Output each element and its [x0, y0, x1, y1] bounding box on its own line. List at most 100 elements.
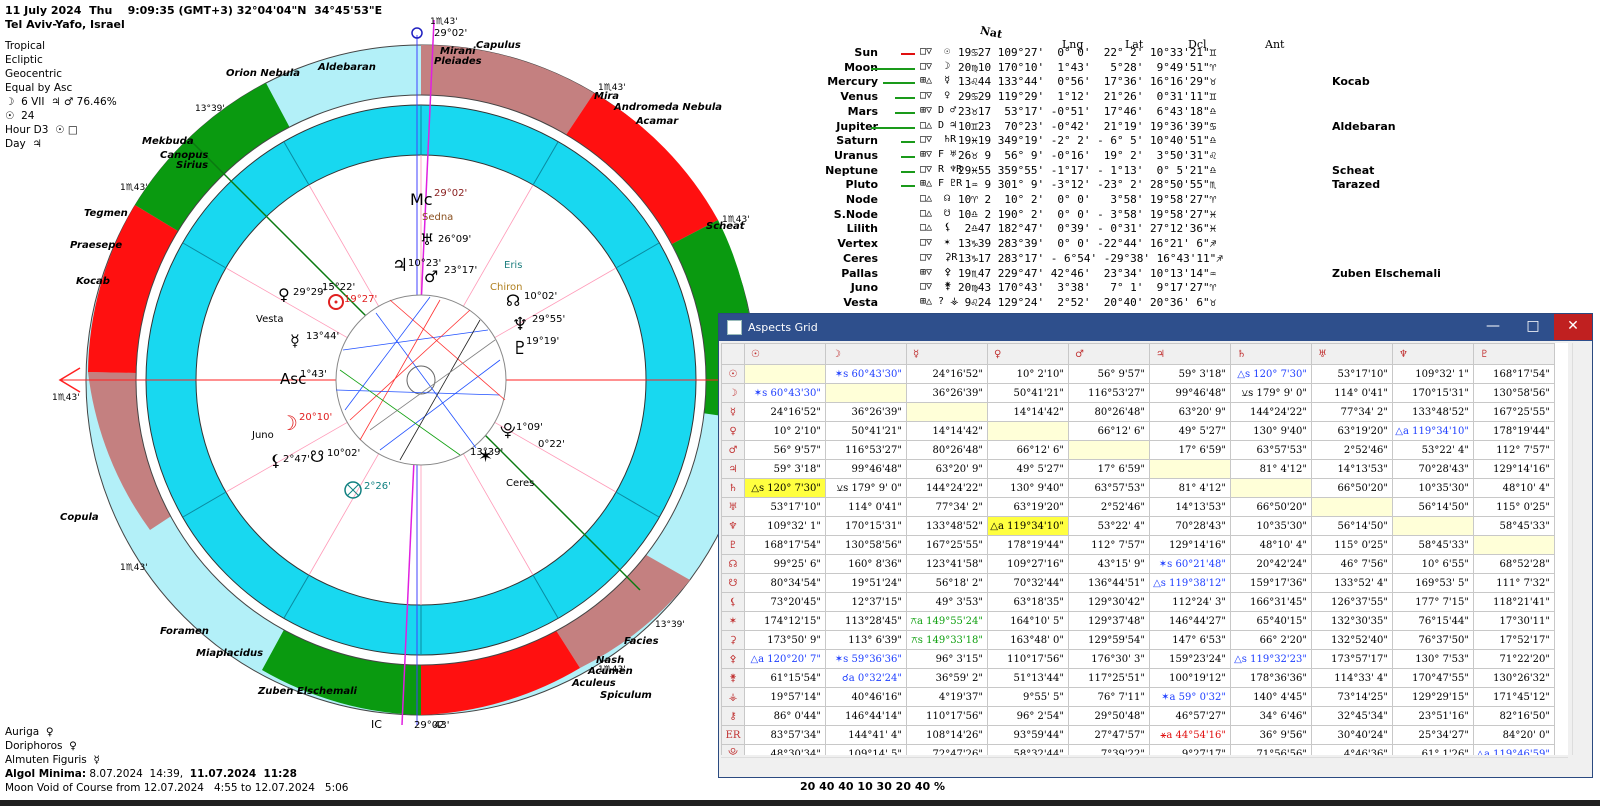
aspect-cell[interactable]: 109°32' 1" — [744, 516, 826, 536]
row-header[interactable]: ♂ — [721, 440, 745, 460]
aspect-cell[interactable]: 51°13'44" — [987, 668, 1069, 688]
aspect-cell[interactable]: 133°48'52" — [1392, 402, 1474, 422]
aspect-cell[interactable]: 100°19'12" — [1149, 668, 1231, 688]
aspect-cell[interactable]: 130° 9'40" — [1230, 421, 1312, 441]
aspect-cell[interactable]: 4°46'36" — [1311, 744, 1393, 755]
aspect-cell[interactable]: 66°50'20" — [1311, 478, 1393, 498]
aspect-cell[interactable]: 110°17'56" — [906, 706, 988, 726]
column-header[interactable]: ♀ — [987, 343, 1069, 365]
row-header[interactable]: ER — [721, 725, 745, 745]
aspect-cell[interactable]: ⚻a 149°55'24" — [906, 611, 988, 631]
aspect-cell[interactable]: 133°48'52" — [906, 516, 988, 536]
aspect-cell[interactable]: 56°14'50" — [1392, 497, 1474, 517]
aspect-cell[interactable]: 25°34'27" — [1392, 725, 1474, 745]
column-header[interactable]: ☿ — [906, 343, 988, 365]
row-header[interactable]: ☊ — [721, 554, 745, 574]
row-header[interactable]: ⚸ — [721, 592, 745, 612]
column-header[interactable]: ♄ — [1230, 343, 1312, 365]
aspect-cell[interactable]: 58°32'44" — [987, 744, 1069, 755]
aspect-cell[interactable]: 108°14'26" — [906, 725, 988, 745]
aspect-cell[interactable]: 144°24'22" — [1230, 402, 1312, 422]
row-header[interactable]: ☋ — [721, 573, 745, 593]
maximize-button[interactable]: □ — [1526, 318, 1540, 334]
aspect-cell[interactable]: 53°17'10" — [744, 497, 826, 517]
aspect-cell[interactable]: △s 119°32'23" — [1230, 649, 1312, 669]
aspect-cell[interactable]: 36° 9'56" — [1230, 725, 1312, 745]
aspect-cell[interactable]: 63°19'20" — [1311, 421, 1393, 441]
aspect-cell[interactable]: 63°57'53" — [1230, 440, 1312, 460]
aspect-cell[interactable]: 132°52'40" — [1311, 630, 1393, 650]
aspect-cell[interactable]: 46°57'27" — [1149, 706, 1231, 726]
aspect-cell[interactable]: 72°47'26" — [906, 744, 988, 755]
column-header[interactable]: ♅ — [1311, 343, 1393, 365]
aspect-cell[interactable]: 46° 7'56" — [1311, 554, 1393, 574]
aspect-cell[interactable]: 96° 3'15" — [906, 649, 988, 669]
column-header[interactable]: ♃ — [1149, 343, 1231, 365]
aspect-cell[interactable]: 63°20' 9" — [906, 459, 988, 479]
aspect-cell[interactable]: 10° 6'55" — [1392, 554, 1474, 574]
aspect-cell[interactable]: 50°41'21" — [825, 421, 907, 441]
aspect-cell[interactable]: 118°21'41" — [1473, 592, 1555, 612]
aspect-cell[interactable]: 146°44'14" — [825, 706, 907, 726]
aspect-cell[interactable] — [825, 383, 907, 403]
aspect-cell[interactable]: 129°29'15" — [1392, 687, 1474, 707]
aspect-cell[interactable]: 36°26'39" — [906, 383, 988, 403]
aspect-cell[interactable]: 49° 3'53" — [906, 592, 988, 612]
aspect-cell[interactable]: 178°19'44" — [1473, 421, 1555, 441]
aspect-cell[interactable]: ☌a 0°32'24" — [825, 668, 907, 688]
aspect-cell[interactable]: 14°13'53" — [1311, 459, 1393, 479]
aspect-cell[interactable]: 58°45'33" — [1392, 535, 1474, 555]
row-header[interactable]: ☽ — [721, 383, 745, 403]
column-header[interactable]: ☽ — [825, 343, 907, 365]
aspect-cell[interactable]: 56° 9'57" — [1068, 364, 1150, 384]
aspect-cell[interactable]: 63°18'35" — [987, 592, 1069, 612]
aspect-cell[interactable]: 36°26'39" — [825, 402, 907, 422]
aspect-cell[interactable]: 29°50'48" — [1068, 706, 1150, 726]
aspect-cell[interactable]: 49° 5'27" — [1149, 421, 1231, 441]
aspect-cell[interactable]: ✶s 60°21'48" — [1149, 554, 1231, 574]
aspect-cell[interactable]: 93°59'44" — [987, 725, 1069, 745]
aspect-cell[interactable]: 34° 6'46" — [1230, 706, 1312, 726]
aspect-cell[interactable]: 77°34' 2" — [1311, 402, 1393, 422]
aspect-cell[interactable]: 170°15'31" — [1392, 383, 1474, 403]
aspect-cell[interactable]: 77°34' 2" — [906, 497, 988, 517]
aspect-cell[interactable]: 113° 6'39" — [825, 630, 907, 650]
aspect-cell[interactable]: 70°28'43" — [1149, 516, 1231, 536]
aspect-cell[interactable]: 48°10' 4" — [1473, 478, 1555, 498]
aspect-cell[interactable]: 114°33' 4" — [1311, 668, 1393, 688]
aspect-cell[interactable]: 114° 0'41" — [1311, 383, 1393, 403]
aspect-cell[interactable]: 17°30'11" — [1473, 611, 1555, 631]
aspect-cell[interactable]: △s 120° 7'30" — [1230, 364, 1312, 384]
row-header[interactable]: ⯓ — [721, 744, 745, 755]
aspect-cell[interactable]: 109°14' 5" — [825, 744, 907, 755]
aspect-cell[interactable]: 19°51'24" — [825, 573, 907, 593]
row-header[interactable]: ♃ — [721, 459, 745, 479]
aspect-cell[interactable]: △s 120° 7'30" — [744, 478, 826, 498]
aspect-cell[interactable]: 10°35'30" — [1392, 478, 1474, 498]
aspect-cell[interactable]: 76° 7'11" — [1068, 687, 1150, 707]
aspect-cell[interactable]: 170°15'31" — [825, 516, 907, 536]
aspect-cell[interactable] — [906, 402, 988, 422]
row-header[interactable]: ☿ — [721, 402, 745, 422]
aspect-cell[interactable]: 171°45'12" — [1473, 687, 1555, 707]
aspect-cell[interactable]: 169°53' 5" — [1392, 573, 1474, 593]
aspect-cell[interactable]: 147° 6'53" — [1149, 630, 1231, 650]
aspect-cell[interactable]: △a 120°20' 7" — [744, 649, 826, 669]
aspect-cell[interactable]: 32°45'34" — [1311, 706, 1393, 726]
aspect-cell[interactable]: 129°14'16" — [1473, 459, 1555, 479]
aspect-cell[interactable]: 63°20' 9" — [1149, 402, 1231, 422]
row-header[interactable]: ✶ — [721, 611, 745, 631]
aspect-cell[interactable]: 115° 0'25" — [1473, 497, 1555, 517]
aspect-cell[interactable]: 126°37'55" — [1311, 592, 1393, 612]
aspect-cell[interactable]: 40°46'16" — [825, 687, 907, 707]
aspect-cell[interactable]: 159°23'24" — [1149, 649, 1231, 669]
aspect-cell[interactable]: 130° 9'40" — [987, 478, 1069, 498]
row-header[interactable]: ⚷ — [721, 706, 745, 726]
aspect-cell[interactable]: 53°17'10" — [1311, 364, 1393, 384]
aspect-cell[interactable]: 117°25'51" — [1068, 668, 1150, 688]
aspect-cell[interactable]: 112° 7'57" — [1068, 535, 1150, 555]
aspect-cell[interactable] — [1068, 440, 1150, 460]
aspect-cell[interactable]: ⚺s 179° 9' 0" — [825, 478, 907, 498]
aspect-cell[interactable]: 112°24' 3" — [1149, 592, 1231, 612]
aspect-cell[interactable]: 27°47'57" — [1068, 725, 1150, 745]
